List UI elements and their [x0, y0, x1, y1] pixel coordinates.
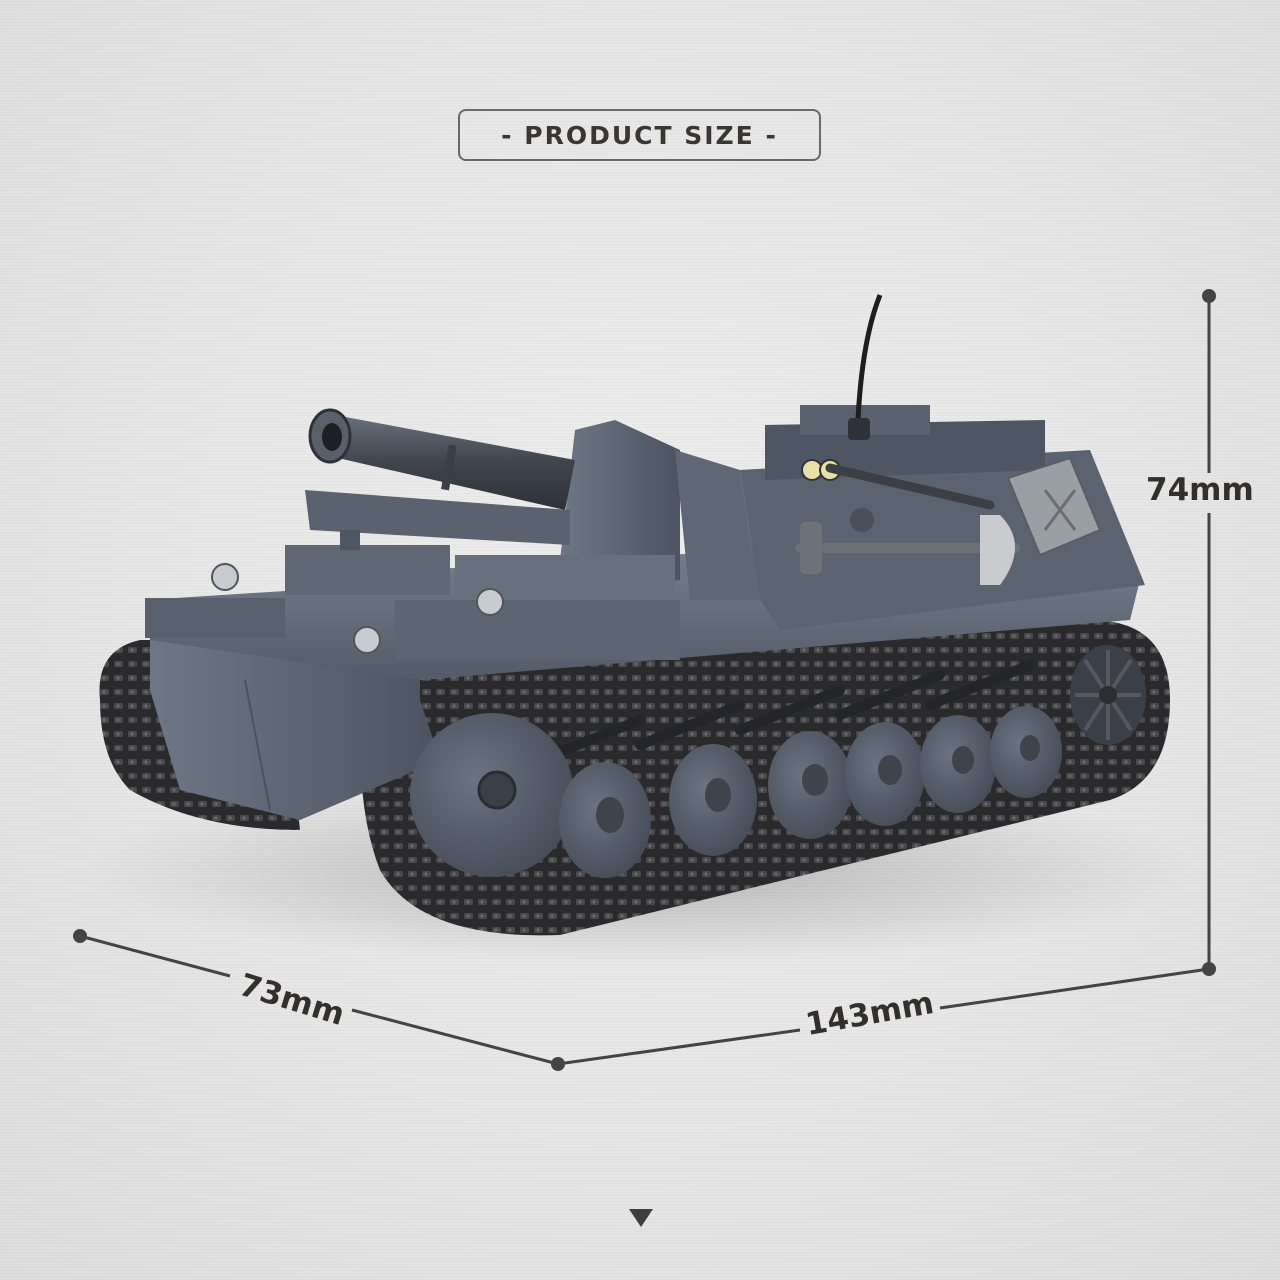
endpoint-dot-icon — [73, 929, 87, 943]
antenna-icon — [855, 294, 883, 421]
length-line-right — [939, 967, 1210, 1010]
dimension-lines — [79, 296, 1211, 1066]
gun-cradle — [305, 490, 570, 545]
road-wheels — [559, 706, 1062, 878]
road-wheel — [845, 722, 925, 826]
road-wheel — [669, 744, 757, 856]
shovel-blade-icon — [980, 515, 1015, 585]
jerrycan-icon — [1006, 456, 1102, 557]
endpoint-dot-icon — [1202, 289, 1216, 303]
howitzer-barrel — [308, 408, 575, 510]
near-track — [360, 620, 1170, 936]
dimension-endpoints — [73, 289, 1216, 1071]
height-dimension-label: 74mm — [1146, 472, 1254, 508]
suspension-arms — [535, 660, 1035, 765]
width-line-right — [351, 1008, 559, 1066]
length-line-left — [557, 1028, 801, 1066]
endpoint-dot-icon — [551, 1057, 565, 1071]
road-wheel — [920, 715, 996, 813]
road-wheel — [768, 731, 852, 839]
headlight-icon — [211, 563, 239, 591]
page-title: - PRODUCT SIZE - — [501, 120, 778, 150]
gun-base — [285, 545, 450, 595]
front-plate-left — [145, 598, 285, 638]
front-plate-right — [395, 600, 680, 660]
shield-side — [675, 450, 760, 600]
headlight-icon — [353, 626, 381, 654]
tool-crowbar-icon — [825, 463, 995, 510]
road-wheel — [559, 762, 651, 878]
headlight-icon — [476, 588, 504, 616]
product-size-title-box: - PRODUCT SIZE - — [458, 109, 821, 161]
gun-shield — [560, 420, 680, 590]
endpoint-dot-icon — [1202, 962, 1216, 976]
down-arrow-icon[interactable] — [629, 1209, 653, 1227]
width-line-left — [79, 934, 231, 978]
idler-wheel — [1070, 645, 1146, 745]
road-wheel — [990, 706, 1062, 798]
